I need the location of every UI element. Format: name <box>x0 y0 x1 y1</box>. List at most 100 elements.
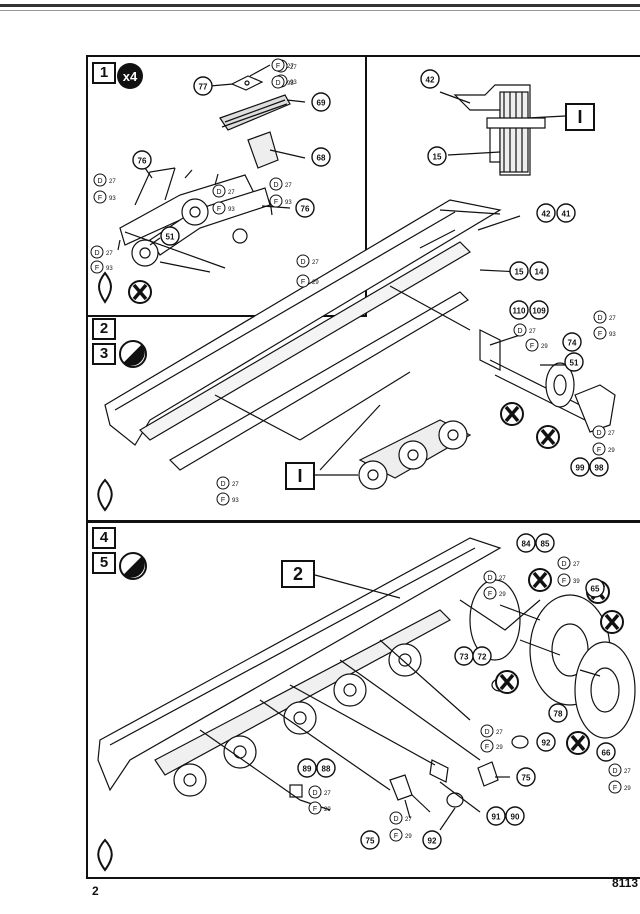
part-number-label: 91 <box>492 813 501 822</box>
part-number-label: 89 <box>303 765 312 774</box>
part-number-label: 109 <box>532 307 546 316</box>
part-number-98: 98 <box>589 457 609 477</box>
suspension-cross-section <box>439 84 566 176</box>
no-cement-icon <box>566 731 590 755</box>
paint-letter: F <box>221 497 225 504</box>
part-number-15: 15 <box>427 146 447 166</box>
part-number-92: 92 <box>536 732 556 752</box>
part-number-91: 91 <box>486 806 506 826</box>
part-number-label: 76 <box>138 157 147 166</box>
part-number-109: 109 <box>529 300 549 320</box>
paint-letter: D <box>393 816 398 823</box>
no-cement-icon <box>600 610 624 634</box>
part-number-85: 85 <box>535 533 555 553</box>
part-number-78: 78 <box>548 703 568 723</box>
part-number-label: 75 <box>366 837 375 846</box>
paint-code: 39 <box>573 579 580 585</box>
step-number-3: 3 <box>92 343 116 365</box>
quantity-badge: x4 <box>117 63 143 89</box>
part-number-label: 85 <box>541 540 550 549</box>
step-number-1: 1 <box>92 62 116 84</box>
paint-code: 29 <box>405 834 412 840</box>
part-number-label: 92 <box>428 837 437 846</box>
paint-callout-D27: D 27 <box>93 173 116 187</box>
part-number-label: 15 <box>433 153 442 162</box>
part-number-label: 74 <box>568 339 577 348</box>
part-number-73: 73 <box>454 646 474 666</box>
paint-letter: D <box>97 178 102 185</box>
page-number: 2 <box>92 884 99 898</box>
paint-letter: D <box>597 315 602 322</box>
part-number-92: 92 <box>422 830 442 850</box>
part-number-label: 76 <box>301 205 310 214</box>
paint-code: 27 <box>285 183 292 189</box>
part-number-label: 66 <box>602 749 611 758</box>
paint-letter: D <box>517 328 522 335</box>
step-number-5: 5 <box>92 552 116 574</box>
paint-code: 29 <box>541 344 548 350</box>
part-number-15: 15 <box>509 261 529 281</box>
paint-letter: D <box>484 729 489 736</box>
paint-code: 27 <box>228 190 235 196</box>
step-number-2: 2 <box>92 318 116 340</box>
paint-code: 27 <box>499 576 506 582</box>
paint-code: 27 <box>109 179 116 185</box>
running-gear-step4 <box>97 537 636 831</box>
paint-code: 27 <box>106 251 113 257</box>
paint-code: 93 <box>287 81 294 87</box>
paint-code: 93 <box>290 80 297 86</box>
paint-letter: F <box>597 447 601 454</box>
paint-code: 29 <box>608 448 615 454</box>
no-cement-icon <box>528 568 552 592</box>
part-number-51: 51 <box>160 226 180 246</box>
ref-subassembly-1-bogie: I <box>285 462 315 490</box>
paint-letter: F <box>598 331 602 338</box>
no-cement-icons <box>128 280 624 755</box>
no-cement-icon <box>495 670 519 694</box>
part-number-label: 75 <box>522 774 531 783</box>
quantity-text: x4 <box>123 69 138 84</box>
part-number-label: 110 <box>513 307 526 316</box>
part-number-75: 75 <box>516 767 536 787</box>
paint-letter: F <box>313 806 317 813</box>
paint-letter: F <box>488 591 492 598</box>
part-number-77: 77 <box>193 76 213 96</box>
step-number-4: 4 <box>92 527 116 549</box>
no-cement-icon <box>536 425 560 449</box>
paint-letter: D <box>273 182 278 189</box>
part-number-label: 90 <box>511 813 520 822</box>
half-filled-circle-icon <box>119 552 147 580</box>
paint-code: 27 <box>312 260 319 266</box>
part-number-42: 42 <box>420 69 440 89</box>
part-number-66: 66 <box>596 742 616 762</box>
paint-code: 93 <box>609 332 616 338</box>
paint-code: 27 <box>608 431 615 437</box>
paint-callout-F29: F 29 <box>592 442 615 456</box>
part-number-label: 88 <box>322 765 331 774</box>
part-number-label: 65 <box>591 585 600 594</box>
paint-letter: F <box>217 206 221 213</box>
paint-letter: D <box>312 790 317 797</box>
part-number-74: 74 <box>562 332 582 352</box>
paint-letter: F <box>274 199 278 206</box>
half-filled-circle-icon <box>119 340 147 368</box>
part-number-label: 73 <box>460 653 469 662</box>
part-number-110: 110 <box>509 300 529 320</box>
part-number-89: 89 <box>297 758 317 778</box>
paint-callout-D27: D 27 <box>269 177 292 191</box>
